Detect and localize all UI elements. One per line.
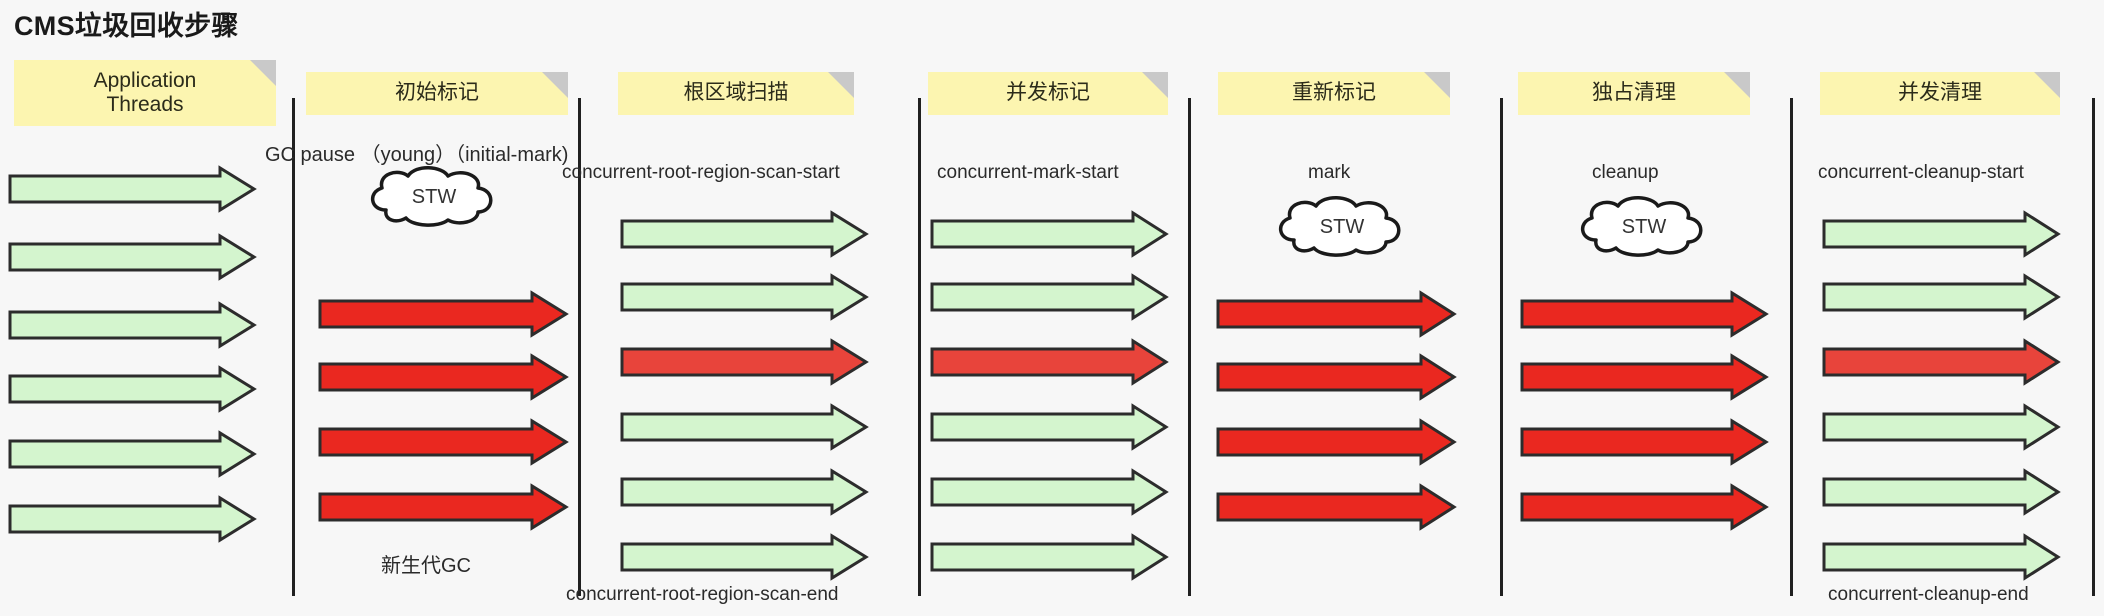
separator-line-5 [1500, 98, 1503, 596]
note-fold-icon [828, 72, 854, 98]
arrow-red-1 [318, 290, 569, 338]
arrow-red-3 [930, 338, 1169, 386]
arrow-green-2 [930, 273, 1169, 321]
arrow-red-1 [1520, 290, 1769, 338]
stw-label: STW [1319, 215, 1365, 238]
separator-line-1 [292, 98, 295, 596]
arrow-green-2 [620, 273, 869, 321]
arrow-green-4 [930, 403, 1169, 451]
stw-cloud-remark: STW [1268, 196, 1416, 258]
phase-header-root-region-scan[interactable]: 根区域扫描 [618, 72, 854, 115]
arrow-green-5 [620, 468, 869, 516]
arrow-green-5 [930, 468, 1169, 516]
phase-header-label: 初始标记 [395, 81, 479, 105]
note-fold-icon [1424, 72, 1450, 98]
arrow-green-2 [1822, 273, 2061, 321]
arrow-red-3 [318, 418, 569, 466]
arrow-green-6 [930, 533, 1169, 581]
arrow-red-3 [1822, 338, 2061, 386]
phase-header-label: 根区域扫描 [683, 81, 789, 105]
phase-header-initial-mark[interactable]: 初始标记 [306, 72, 568, 115]
arrow-red-3 [620, 338, 869, 386]
separator-line-4 [1188, 98, 1191, 596]
arrow-green-6 [620, 533, 869, 581]
arrow-green-5 [8, 430, 257, 478]
note-fold-icon [250, 60, 276, 86]
separator-line-3 [918, 98, 921, 596]
stw-label: STW [1621, 215, 1667, 238]
arrow-green-1 [8, 165, 257, 213]
phase-header-concurrent-cleanup[interactable]: 并发清理 [1820, 72, 2060, 115]
arrow-red-4 [1520, 483, 1769, 531]
caption-cleanup: cleanup [1592, 162, 1659, 183]
arrow-group-application-threads [8, 165, 257, 596]
caption-root-region-scan-start: concurrent-root-region-scan-start [562, 162, 840, 183]
arrow-green-3 [8, 301, 257, 349]
caption-concurrent-cleanup-start: concurrent-cleanup-start [1818, 162, 2024, 183]
phase-header-label: 并发清理 [1898, 81, 1982, 105]
arrow-red-3 [1520, 418, 1769, 466]
separator-line-7 [2092, 98, 2095, 596]
page-title: CMS垃圾回收步骤 [14, 11, 239, 41]
phase-header-label: Application Threads [93, 68, 197, 116]
arrow-red-2 [1216, 353, 1457, 401]
arrow-red-1 [1216, 290, 1457, 338]
arrow-green-1 [620, 210, 869, 258]
arrow-green-4 [8, 365, 257, 413]
caption-concurrent-cleanup-end: concurrent-cleanup-end [1828, 584, 2029, 605]
arrow-green-1 [1822, 210, 2061, 258]
arrow-green-6 [1822, 533, 2061, 581]
arrow-green-5 [1822, 468, 2061, 516]
arrow-group-initial-mark [318, 290, 569, 531]
arrow-group-remark [1216, 290, 1457, 531]
arrow-group-concurrent-mark [930, 210, 1169, 616]
stw-cloud-cleanup: STW [1570, 196, 1718, 258]
arrow-red-4 [1216, 483, 1457, 531]
phase-header-cleanup[interactable]: 独占清理 [1518, 72, 1750, 115]
phase-header-label: 并发标记 [1006, 81, 1090, 105]
caption-root-region-scan-end: concurrent-root-region-scan-end [566, 584, 839, 605]
cms-gc-phase-diagram: Application Threads 初始标记 GC pause （young… [0, 46, 2104, 606]
arrow-group-concurrent-cleanup [1822, 210, 2061, 616]
stw-cloud-initial-mark: STW [360, 166, 508, 228]
caption-young-gc: 新生代GC [381, 555, 471, 577]
caption-gc-pause: GC pause （young）（initial-mark) [265, 144, 569, 166]
arrow-green-4 [1822, 403, 2061, 451]
arrow-group-cleanup [1520, 290, 1769, 531]
arrow-red-2 [1520, 353, 1769, 401]
separator-line-2 [578, 98, 581, 596]
arrow-red-3 [1216, 418, 1457, 466]
note-fold-icon [542, 72, 568, 98]
arrow-green-4 [620, 403, 869, 451]
stw-label: STW [411, 185, 457, 208]
note-fold-icon [1724, 72, 1750, 98]
note-fold-icon [2034, 72, 2060, 98]
arrow-group-root-region-scan [620, 210, 869, 616]
phase-header-concurrent-mark[interactable]: 并发标记 [928, 72, 1168, 115]
phase-header-application-threads[interactable]: Application Threads [14, 60, 276, 126]
phase-header-label: 独占清理 [1592, 81, 1676, 105]
arrow-red-4 [318, 483, 569, 531]
separator-line-6 [1790, 98, 1793, 596]
arrow-green-1 [930, 210, 1169, 258]
caption-concurrent-mark-start: concurrent-mark-start [937, 162, 1119, 183]
note-fold-icon [1142, 72, 1168, 98]
arrow-green-6 [8, 495, 257, 543]
caption-mark: mark [1308, 162, 1351, 183]
phase-header-remark[interactable]: 重新标记 [1218, 72, 1450, 115]
phase-header-label: 重新标记 [1292, 81, 1376, 105]
arrow-red-2 [318, 353, 569, 401]
arrow-green-2 [8, 233, 257, 281]
